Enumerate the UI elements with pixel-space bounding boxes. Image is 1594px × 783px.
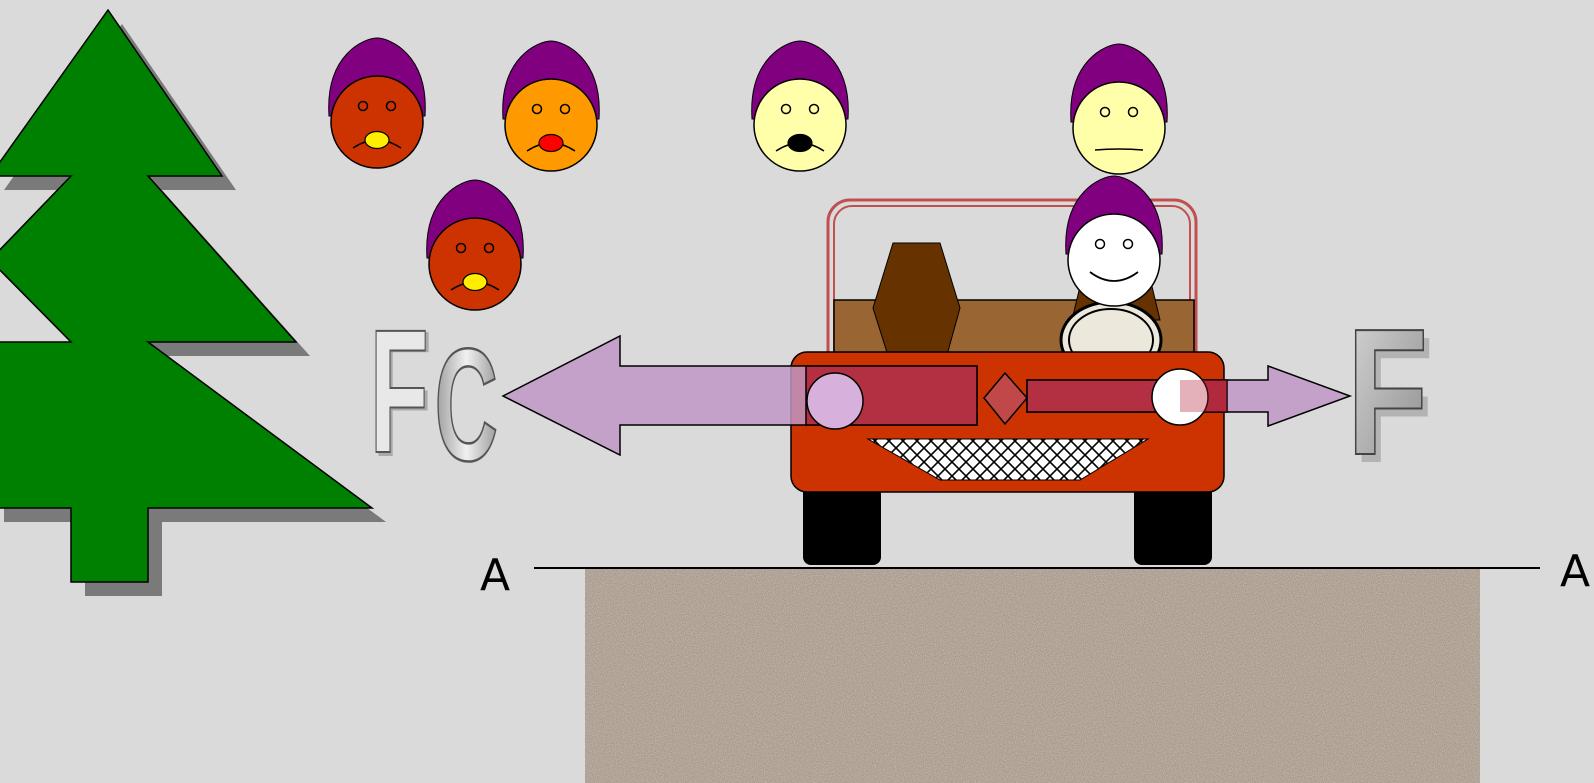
fc-label: F bbox=[372, 292, 432, 494]
car-grille bbox=[866, 438, 1150, 481]
headlight-right bbox=[1151, 368, 1209, 426]
face-head bbox=[753, 78, 847, 172]
mouth-icon bbox=[538, 133, 564, 153]
wheel-left bbox=[803, 470, 881, 565]
mouth-icon bbox=[1089, 271, 1139, 282]
label-a-right: A bbox=[1560, 546, 1590, 597]
eye-icon bbox=[1094, 238, 1106, 250]
face-1 bbox=[328, 37, 426, 169]
car-emblem bbox=[983, 371, 1028, 426]
eye-icon bbox=[559, 103, 571, 115]
pine-tree bbox=[0, 8, 386, 596]
eye-icon bbox=[357, 100, 369, 112]
eye-icon bbox=[455, 242, 467, 254]
driver bbox=[1065, 175, 1163, 307]
wheel-right bbox=[1134, 470, 1212, 565]
eye-icon bbox=[531, 103, 543, 115]
driver-face bbox=[1065, 175, 1163, 307]
face-3 bbox=[751, 40, 849, 172]
eye-icon bbox=[385, 100, 397, 112]
passenger-seat bbox=[872, 242, 961, 363]
fc-letter-f: F bbox=[370, 293, 429, 490]
eye-icon bbox=[1099, 106, 1111, 118]
f-right-letter: F bbox=[1347, 291, 1428, 492]
fc-letter-c: C bbox=[435, 316, 499, 494]
face-5 bbox=[426, 179, 524, 311]
ground-block bbox=[585, 568, 1480, 783]
mouth-icon bbox=[787, 133, 813, 153]
eye-icon bbox=[1122, 238, 1134, 250]
fc-letters: F C bbox=[369, 293, 499, 496]
eye-icon bbox=[780, 103, 792, 115]
svg-text:F: F bbox=[372, 292, 432, 494]
face-head bbox=[330, 75, 424, 169]
f-right-shadow: F bbox=[1353, 299, 1434, 500]
mouth-icon bbox=[462, 272, 488, 292]
face-2 bbox=[502, 40, 600, 172]
face-head bbox=[1072, 81, 1166, 175]
eye-icon bbox=[483, 242, 495, 254]
faces-group bbox=[328, 37, 1168, 311]
mouth-icon bbox=[1094, 148, 1144, 151]
face-head bbox=[428, 217, 522, 311]
face-head bbox=[504, 78, 598, 172]
headlight-left bbox=[806, 372, 864, 430]
face-head bbox=[1067, 213, 1161, 307]
eye-icon bbox=[1127, 106, 1139, 118]
label-a-left: A bbox=[480, 550, 510, 601]
eye-icon bbox=[808, 103, 820, 115]
fc-f-shadow: F bbox=[372, 292, 432, 494]
face-4 bbox=[1070, 43, 1168, 175]
mouth-icon bbox=[364, 130, 390, 150]
